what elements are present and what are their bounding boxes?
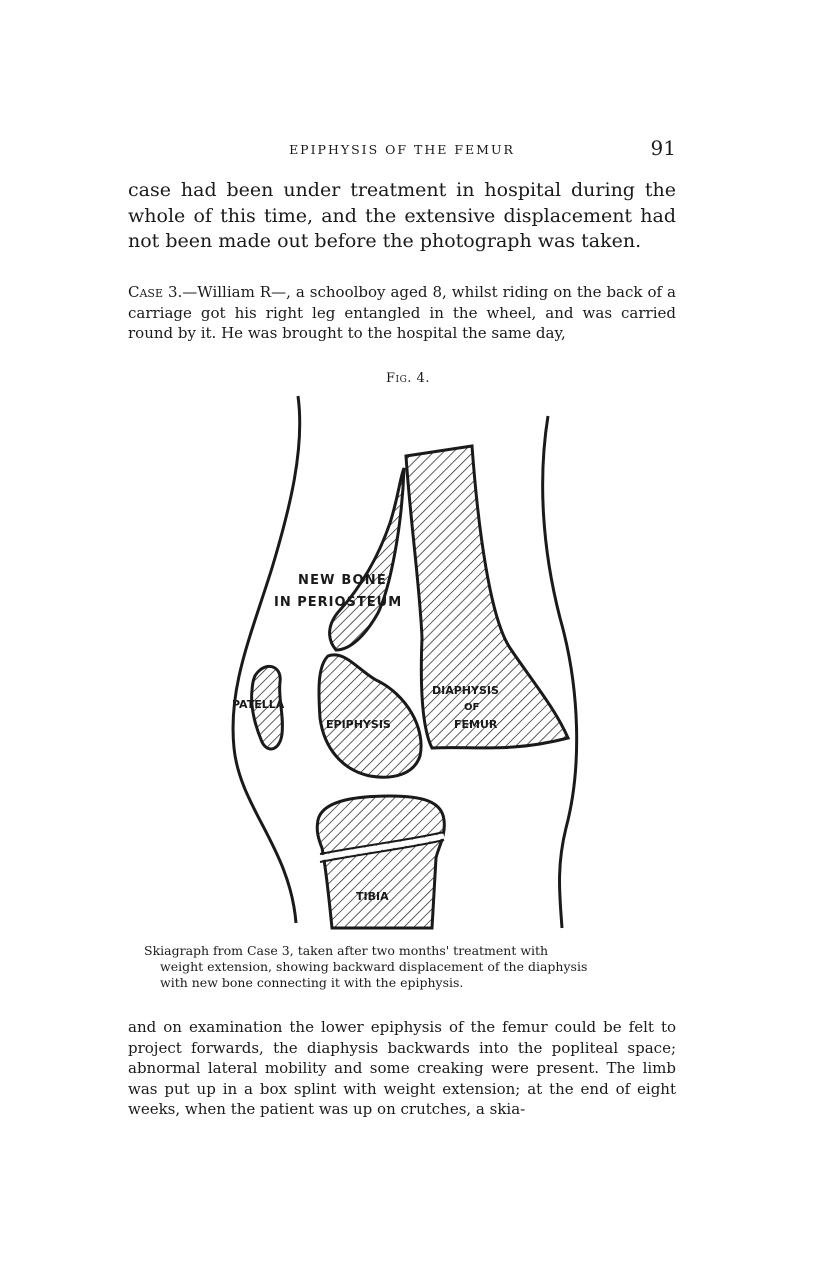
label-diaphysis-2: OF — [464, 702, 479, 713]
case-heading: Case 3. — [128, 283, 183, 301]
paragraph-continuation: and on examination the lower epiphysis o… — [128, 1018, 676, 1118]
label-new-bone-1: NEW BONE — [298, 573, 387, 588]
paragraph-case-3: Case 3.—William R—, a schoolboy aged 8, … — [128, 282, 676, 344]
label-patella: PATELLA — [232, 698, 285, 711]
caption-line-2: weight extension, showing backward displ… — [160, 959, 588, 974]
page-number: 91 — [650, 136, 676, 160]
caption-line-1: Skiagraph from Case 3, taken after two m… — [144, 943, 549, 958]
patella-shape — [250, 665, 284, 751]
tibia-growth-line-edge — [319, 831, 445, 855]
case-body: —William R—, a schoolboy aged 8, whilst … — [128, 283, 676, 342]
new-bone-shape — [328, 467, 406, 652]
caption-line-3: with new bone connecting it with the epi… — [160, 975, 464, 990]
figure-label: Fig. 4. — [386, 371, 430, 386]
diaphysis-shape — [404, 444, 571, 750]
tibia-growth-line-edge-2 — [319, 839, 445, 863]
label-epiphysis: EPIPHYSIS — [326, 718, 391, 731]
label-tibia: TIBIA — [356, 890, 389, 903]
skiagraph-figure: NEW BONE IN PERIOSTEUM PATELLA EPIPHYSIS… — [231, 395, 579, 930]
tibia-shape — [315, 794, 446, 930]
figure-caption: Skiagraph from Case 3, taken after two m… — [144, 943, 658, 991]
paragraph-lead: case had been under treatment in hospita… — [128, 179, 676, 252]
label-diaphysis-3: FEMUR — [454, 718, 498, 731]
epiphysis-shape — [317, 653, 423, 779]
label-diaphysis-1: DIAPHYSIS — [432, 684, 499, 697]
running-title: EPIPHYSIS OF THE FEMUR — [289, 142, 515, 157]
label-new-bone-2: IN PERIOSTEUM — [274, 595, 402, 610]
limb-outline-left — [231, 395, 302, 924]
tibia-growth-line — [319, 833, 445, 861]
running-head: EPIPHYSIS OF THE FEMUR 91 — [128, 136, 676, 162]
limb-outline-right — [541, 415, 579, 929]
